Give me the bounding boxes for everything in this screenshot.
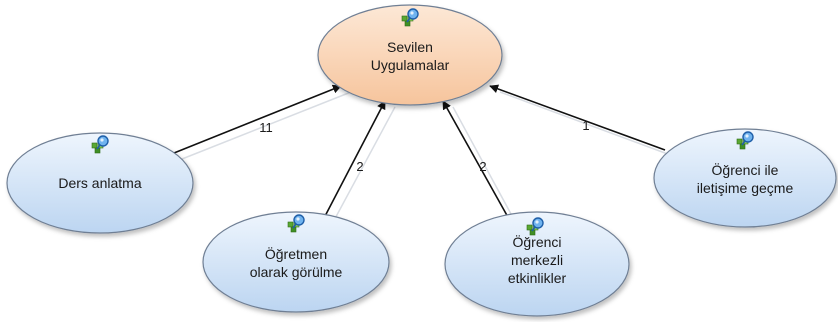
- edge-ogretmen-to-center[interactable]: [322, 100, 386, 221]
- edge-labels-layer: 11 2 2 1: [259, 118, 589, 174]
- edge-ghost-line-ders: [181, 91, 352, 160]
- code-map-icon: [401, 8, 419, 27]
- node-iletisim[interactable]: Öğrenci ile iletişime geçme: [653, 128, 837, 228]
- edge-label-ders: 11: [259, 120, 273, 135]
- edge-label-ogretmen: 2: [356, 159, 363, 174]
- code-map-icon: [736, 131, 754, 150]
- node-label-merkezli-line-0: Öğrenci: [512, 233, 561, 250]
- edge-iletisim-to-center[interactable]: [489, 84, 666, 151]
- node-label-ogretmen-line-1: olarak görülme: [250, 264, 343, 280]
- node-label-merkezli-line-2: etkinlikler: [508, 270, 567, 286]
- node-ellipse-ogretmen[interactable]: [202, 211, 390, 313]
- edge-ghost-line-merkezli: [452, 106, 518, 226]
- node-ellipse-center[interactable]: [317, 4, 503, 106]
- code-map-icon: [287, 214, 305, 233]
- node-ellipse-ders[interactable]: [6, 132, 194, 234]
- edge-label-merkezli: 2: [479, 159, 486, 174]
- node-ellipse-iletisim[interactable]: [653, 128, 837, 228]
- edge-merkezli-to-center[interactable]: [442, 100, 510, 220]
- edge-ghost-line-ogretmen: [330, 106, 396, 227]
- edge-label-iletisim: 1: [582, 118, 589, 133]
- node-label-center-line-1: Uygulamalar: [371, 57, 450, 73]
- node-ellipse-merkezli[interactable]: [444, 211, 630, 317]
- edge-ghost-line-iletisim: [499, 91, 674, 157]
- edges-layer: [173, 84, 674, 227]
- node-ders[interactable]: Ders anlatma: [6, 132, 194, 234]
- code-map-icon: [526, 217, 544, 236]
- edge-ders-to-center[interactable]: [173, 84, 342, 154]
- node-label-iletisim-line-0: Öğrenci ile: [712, 161, 779, 178]
- node-label-merkezli-line-1: merkezli: [511, 252, 563, 268]
- node-label-center-line-0: Sevilen: [387, 39, 433, 55]
- node-label-ders-line-0: Ders anlatma: [58, 175, 141, 191]
- node-merkezli[interactable]: Öğrenci merkezli etkinlikler: [444, 211, 630, 317]
- code-map-icon: [91, 135, 109, 154]
- node-ogretmen[interactable]: Öğretmen olarak görülme: [202, 211, 390, 313]
- node-label-ogretmen-line-0: Öğretmen: [265, 245, 327, 262]
- node-label-iletisim-line-1: iletişime geçme: [697, 180, 794, 196]
